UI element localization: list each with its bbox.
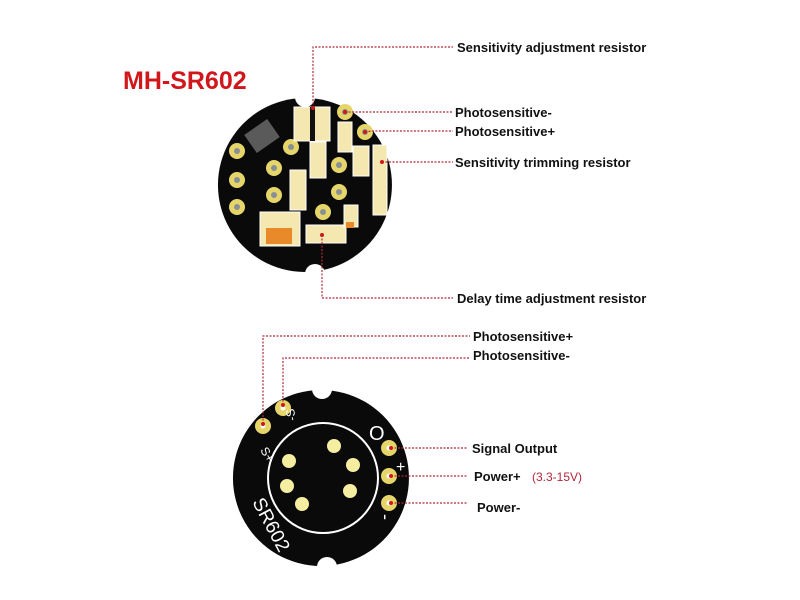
sensor-outline xyxy=(267,422,379,534)
smd-components xyxy=(259,106,388,247)
silk-s-minus: -S xyxy=(283,408,299,422)
sensor-pins xyxy=(280,439,360,511)
label-signal-output: Signal Output xyxy=(472,441,558,456)
top-board xyxy=(217,87,392,284)
label-sensitivity-trimming-resistor: Sensitivity trimming resistor xyxy=(455,155,631,170)
silk-out-mark: O xyxy=(369,423,385,445)
label-photosensitive-plus-top: Photosensitive+ xyxy=(455,124,555,139)
silk-minus-mark: - xyxy=(376,514,396,520)
label-photosensitive-plus-bottom: Photosensitive+ xyxy=(473,329,573,344)
silk-s-plus: S+ xyxy=(257,445,277,465)
label-photosensitive-minus-top: Photosensitive- xyxy=(455,105,552,120)
label-power-voltage: (3.3-15V) xyxy=(532,470,582,484)
label-photosensitive-minus-bottom: Photosensitive- xyxy=(473,348,570,363)
silk-plus-mark: + xyxy=(396,459,405,476)
module-title: MH-SR602 xyxy=(123,67,247,95)
label-power-minus: Power- xyxy=(477,500,520,515)
bottom-leader-lines xyxy=(261,335,470,505)
label-sensitivity-adjustment-resistor: Sensitivity adjustment resistor xyxy=(457,40,646,55)
label-power-plus: Power+ xyxy=(474,469,521,484)
bottom-board: S+ -S O + - SR602 xyxy=(232,379,409,577)
top-leader-lines xyxy=(311,46,453,299)
label-delay-time-adjustment-resistor: Delay time adjustment resistor xyxy=(457,291,646,306)
